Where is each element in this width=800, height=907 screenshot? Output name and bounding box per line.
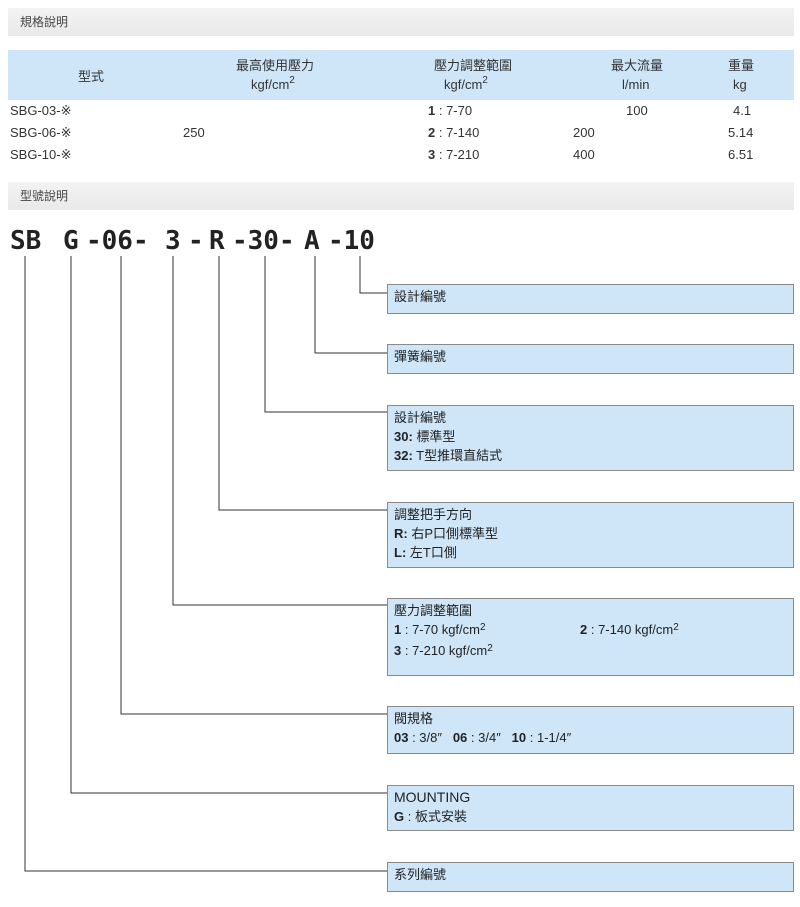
box-valve-size: 閥規格 03 : 3/8″ 06 : 3/4″ 10 : 1-1/4″: [387, 706, 794, 754]
model-row-3: SBG-10-※: [10, 147, 72, 162]
range-option-1: 1 : 7-70 kgf/cm2: [394, 622, 486, 637]
code-mounting-g: G: [63, 226, 79, 256]
connector-4: [218, 256, 387, 511]
box-pressure-range: 壓力調整範圍 1 : 7-70 kgf/cm2 2 : 7-140 kgf/cm…: [387, 598, 794, 676]
model-section-title: 型號說明: [8, 182, 794, 210]
range-row-2: 2 : 7-140: [428, 125, 480, 140]
max-pressure-value: 250: [183, 125, 205, 140]
box-mounting-g: G : 板式安裝: [394, 809, 467, 824]
header-max-pressure-unit: kgf/cm2: [251, 75, 295, 92]
box-mounting: MOUNTING G : 板式安裝: [387, 785, 794, 831]
range-option-3: 3 : 7-210 kgf/cm2: [394, 643, 493, 658]
connector-3: [264, 256, 387, 413]
header-flow: 最大流量: [611, 58, 664, 73]
box-handle-direction: 調整把手方向 R: 右P口側標準型 L: 左T口側: [387, 502, 794, 568]
box-pressure-range-title: 壓力調整範圍: [394, 603, 473, 618]
box-series-number-title: 系列編號: [394, 867, 447, 882]
box-design-type-30: 30: 標準型: [394, 429, 456, 444]
connector-8: [24, 256, 387, 872]
weight-row-3: 6.51: [728, 147, 754, 162]
box-design-type: 設計編號 30: 標準型 32: T型推環直結式: [387, 405, 794, 471]
header-max-pressure: 最高使用壓力: [236, 58, 315, 73]
box-design-type-32: 32: T型推環直結式: [394, 448, 503, 463]
box-spring-number: 彈簧編號: [387, 344, 794, 374]
range-row-1: 1 : 7-70: [428, 103, 473, 118]
code-range-3: 3: [165, 226, 181, 256]
model-row-1: SBG-03-※: [10, 103, 72, 118]
box-series-number: 系列編號: [387, 862, 794, 892]
connector-5: [172, 256, 387, 606]
spec-section-title: 規格說明: [8, 8, 794, 36]
box-handle-direction-l: L: 左T口側: [394, 545, 457, 560]
connector-6: [120, 256, 387, 715]
code-design-10: -10: [328, 226, 375, 256]
header-adj-range-unit: kgf/cm2: [444, 75, 488, 92]
header-weight: 重量: [728, 58, 755, 73]
weight-row-2: 5.14: [728, 125, 754, 140]
code-design-30: -30-: [232, 226, 295, 256]
code-series-sb: SB: [10, 226, 42, 256]
box-design-number: 設計編號: [387, 284, 794, 314]
spec-table-header: 型式 最高使用壓力 kgf/cm2 壓力調整範圍 kgf/cm2 最大流量 l/…: [8, 50, 794, 100]
box-design-type-title: 設計編號: [394, 410, 447, 425]
code-size-06: -06-: [86, 226, 149, 256]
box-spring-number-title: 彈簧編號: [394, 349, 447, 364]
code-dash: -: [188, 226, 204, 256]
flow-row-3: 400: [573, 147, 595, 162]
weight-row-1: 4.1: [733, 103, 752, 118]
header-flow-unit: l/min: [622, 77, 650, 92]
flow-row-1: 100: [626, 103, 648, 118]
box-design-number-title: 設計編號: [394, 289, 447, 304]
box-mounting-title: MOUNTING: [394, 789, 471, 805]
range-row-3: 3 : 7-210: [428, 147, 480, 162]
box-valve-size-title: 閥規格: [394, 711, 434, 726]
box-handle-direction-title: 調整把手方向: [394, 507, 473, 522]
flow-row-2: 200: [573, 125, 595, 140]
connector-2: [314, 256, 387, 354]
box-handle-direction-r: R: 右P口側標準型: [394, 526, 499, 541]
box-valve-size-options: 03 : 3/8″ 06 : 3/4″ 10 : 1-1/4″: [394, 730, 572, 745]
header-model: 型式: [78, 69, 105, 84]
model-row-2: SBG-06-※: [10, 125, 72, 140]
connector-7: [70, 256, 387, 794]
code-spring-a: A: [304, 226, 320, 256]
box-pressure-range-row-1: 1 : 7-70 kgf/cm2 2 : 7-140 kgf/cm2: [394, 620, 787, 641]
header-weight-unit: kg: [733, 77, 747, 92]
header-adj-range: 壓力調整範圍: [434, 58, 513, 73]
code-handle-r: R: [209, 226, 225, 256]
range-option-2: 2 : 7-140 kgf/cm2: [580, 622, 679, 637]
connector-1: [359, 256, 387, 294]
